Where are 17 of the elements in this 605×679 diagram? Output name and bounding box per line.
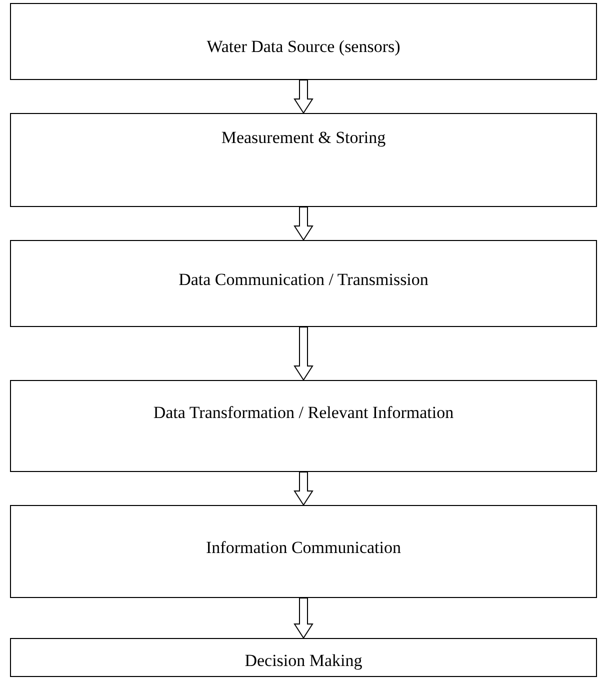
process-box — [10, 505, 597, 598]
box-label: Information Communication — [205, 538, 402, 558]
hollow-arrow — [294, 326, 314, 381]
hollow-arrow — [294, 472, 314, 506]
box-label: Measurement & Storing — [220, 128, 387, 148]
process-box — [10, 3, 597, 80]
process-box — [10, 113, 597, 207]
process-box — [10, 380, 597, 472]
hollow-arrow — [294, 80, 314, 114]
process-box — [10, 240, 597, 327]
hollow-arrow — [294, 206, 314, 241]
hollow-arrow — [294, 598, 314, 639]
box-label: Data Transformation / Relevant Information — [152, 403, 455, 423]
box-label: Water Data Source (sensors) — [206, 37, 402, 57]
box-label: Data Communication / Transmission — [178, 270, 430, 290]
process-box — [10, 638, 597, 677]
box-label: Decision Making — [244, 651, 364, 671]
